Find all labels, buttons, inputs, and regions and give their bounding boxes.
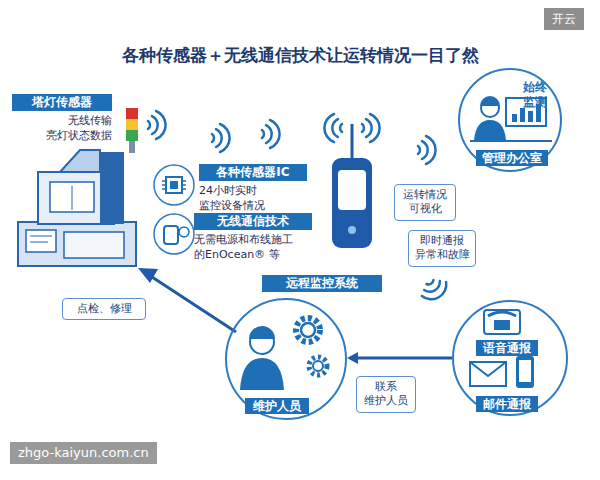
band-text: 管理办公室 <box>476 150 548 166</box>
band-text: 无线通信技术 <box>194 213 312 230</box>
corner-badge: 开云 <box>544 8 584 30</box>
band-text: 语音通报 <box>476 340 538 356</box>
band-text: 维护人员 <box>245 398 309 414</box>
box-text: 联系 维护人员 <box>362 380 410 409</box>
machine <box>18 150 136 266</box>
node-circle: 始终 监测管理办公室 <box>458 68 562 172</box>
box-text: 点检、修理 <box>77 302 132 316</box>
band-text: 远程监控系统 <box>262 275 382 292</box>
band-text: 各种传感器IC <box>199 164 307 181</box>
box-text: 运转情况 可视化 <box>400 188 450 217</box>
node-circle: 语音通报邮件通报 <box>452 300 568 416</box>
body-text: 无线传输 亮灯状态数据 <box>38 114 112 144</box>
body-text: 24小时实时 监控设备情况 <box>199 184 299 214</box>
band-text: 邮件通报 <box>476 396 538 412</box>
text-box: 即时通报 异常和故障 <box>408 230 476 267</box>
wireless-wave <box>418 275 451 304</box>
arrow-head <box>347 352 358 364</box>
body-text: 无需电源和布线施工 的EnOcean® 等 <box>194 233 304 263</box>
text-box: 点检、修理 <box>62 298 146 320</box>
band-text: 塔灯传感器 <box>12 94 112 111</box>
router <box>332 124 372 248</box>
flow-arrow <box>347 352 452 364</box>
label-band: 远程监控系统 <box>262 275 382 292</box>
diagram-title: 各种传感器＋无线通信技术让运转情况一目了然 <box>0 44 600 66</box>
wireless-wave <box>324 114 342 142</box>
wireless-wave <box>418 136 436 164</box>
tower-light <box>126 108 138 153</box>
note-text: 始终 监测 <box>520 80 550 110</box>
arrow-line <box>356 357 452 360</box>
inspection-arrow <box>138 268 236 332</box>
text-box: 运转情况 可视化 <box>394 184 456 221</box>
node-circle: 维护人员 <box>225 298 347 420</box>
wireless-wave <box>212 124 230 152</box>
wireless-wave <box>362 114 380 142</box>
watermark: zhgo-kaiyun.com.cn <box>10 442 157 464</box>
label-band: 塔灯传感器无线传输 亮灯状态数据 <box>12 94 112 111</box>
wireless-wave <box>148 111 166 139</box>
label-band: 各种传感器IC24小时实时 监控设备情况 <box>199 164 307 181</box>
text-box: 联系 维护人员 <box>356 376 416 413</box>
maintenance-worker <box>240 318 327 390</box>
label-band: 无线通信技术无需电源和布线施工 的EnOcean® 等 <box>194 213 312 230</box>
wireless-module-icon <box>154 214 194 254</box>
sensor-ic-icon <box>154 165 194 205</box>
wireless-wave <box>262 120 280 148</box>
box-text: 即时通报 异常和故障 <box>414 234 470 263</box>
